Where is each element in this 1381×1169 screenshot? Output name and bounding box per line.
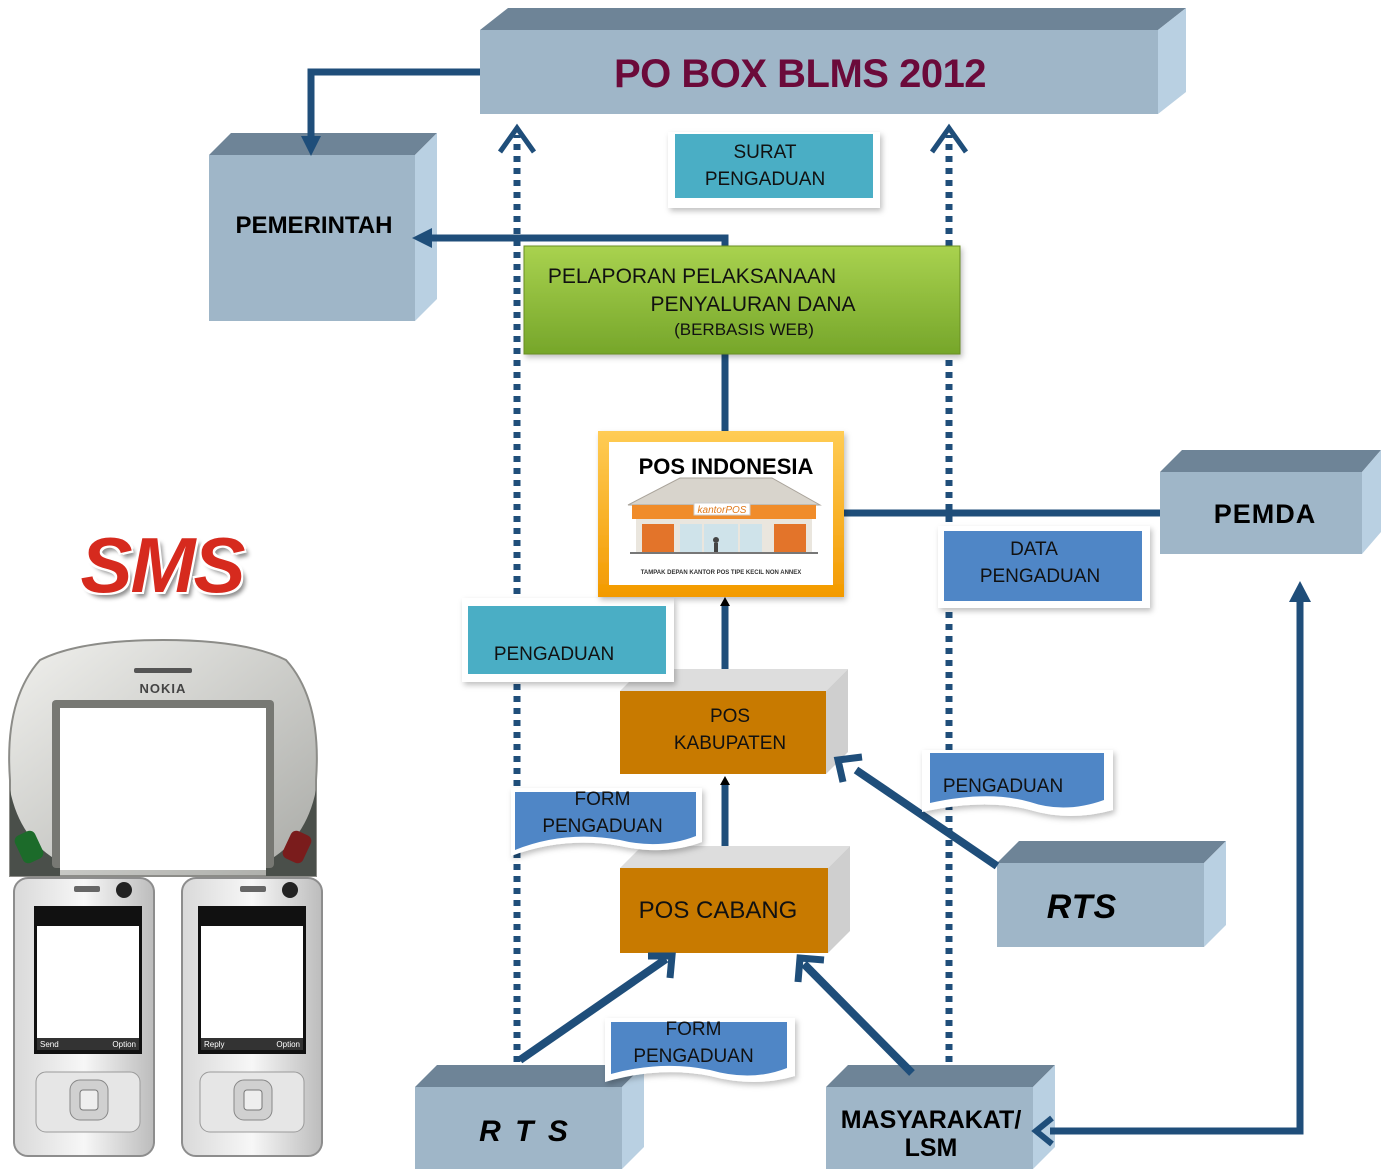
phone1-left-soft: Send xyxy=(40,1040,59,1049)
surat-pengaduan-line2: PENGADUAN xyxy=(704,168,826,190)
rts-right-box-3d xyxy=(997,841,1226,947)
arrow-masyarakat-cabang xyxy=(794,954,915,1076)
surat-pengaduan-note xyxy=(668,132,880,208)
surat-pengaduan-label: SURAT PENGADUAN xyxy=(675,142,855,192)
pelaporan-line2: PENYALURAN DANA xyxy=(650,293,856,317)
connector-pelaporan-pemerintah xyxy=(412,228,729,248)
phone2-right-soft: Option xyxy=(276,1040,300,1049)
data-pengaduan-line1: DATA xyxy=(1010,539,1058,560)
kantor-pos-caption: TAMPAK DEPAN KANTOR POS TIPE KECIL NON A… xyxy=(641,570,802,576)
connector-cabang-kabupaten xyxy=(720,776,730,846)
pos-kabupaten-label: POS KABUPATEN xyxy=(620,706,840,756)
pemda-box-3d xyxy=(1160,450,1381,554)
form-pengaduan-lower-label: FORM PENGADUAN xyxy=(606,1019,781,1069)
masyarakat-line2: LSM xyxy=(904,1133,958,1162)
masyarakat-box-3d xyxy=(826,1065,1055,1169)
masyarakat-line1: MASYARAKAT/ xyxy=(840,1106,1022,1134)
data-pengaduan-note xyxy=(938,526,1150,608)
pemerintah-box-3d xyxy=(209,133,437,321)
arrow-rts-bottom-cabang xyxy=(517,952,676,1064)
pengaduan-right-label: PENGADUAN xyxy=(942,776,1064,797)
sms-logo-text: SMS xyxy=(80,521,245,609)
kantor-pos-building-illustration xyxy=(627,477,822,554)
pelaporan-box xyxy=(523,245,961,355)
pengaduan-left-label: PENGADUAN xyxy=(493,644,615,665)
form-pengaduan-lower-line1: FORM xyxy=(665,1019,722,1040)
phone2-left-soft: Reply xyxy=(204,1040,224,1049)
pelaporan-line3: (BERBASIS WEB) xyxy=(674,320,814,340)
connector-pobox-pemerintah xyxy=(301,68,480,156)
kantor-pos-sign: kantorPOS xyxy=(698,505,747,516)
arrow-to-pemda xyxy=(1031,581,1311,1147)
po-box-title: PO BOX BLMS 2012 xyxy=(613,52,987,96)
surat-pengaduan-line1: SURAT xyxy=(733,142,797,163)
form-pengaduan-upper-doc xyxy=(511,788,702,856)
rts-bottom-label: R T S xyxy=(479,1115,571,1148)
data-pengaduan-line2: PENGADUAN xyxy=(979,565,1101,587)
pelaporan-line1: PELAPORAN PELAKSANAAN xyxy=(547,265,837,288)
nokia-n95-right xyxy=(181,877,323,1157)
pos-kabupaten-line1: POS xyxy=(709,706,751,727)
form-pengaduan-upper-label: FORM PENGADUAN xyxy=(515,789,690,839)
pelaporan-label: PELAPORAN PELAKSANAAN PENYALURAN DANA (B… xyxy=(524,264,960,341)
phone1-right-soft: Option xyxy=(112,1040,136,1049)
form-pengaduan-lower-doc xyxy=(605,1018,795,1082)
nokia-phone-large xyxy=(8,638,318,877)
nokia-brand: NOKIA xyxy=(140,681,187,696)
pos-cabang-box xyxy=(620,846,850,953)
form-pengaduan-upper-line1: FORM xyxy=(574,789,631,810)
connector-kabupaten-posindonesia xyxy=(720,597,730,669)
pemerintah-label: PEMERINTAH xyxy=(235,212,393,239)
rts-bottom-box-3d xyxy=(415,1065,644,1169)
form-pengaduan-upper-line2: PENGADUAN xyxy=(542,815,663,837)
pemda-label: PEMDA xyxy=(1213,499,1317,529)
dotted-arrow-left xyxy=(497,123,537,1062)
arrow-rts-right-kabupaten xyxy=(833,753,1000,870)
pos-indonesia-label: POS INDONESIA xyxy=(638,454,814,479)
form-pengaduan-lower-line2: PENGADUAN xyxy=(633,1045,754,1067)
rts-right-label: RTS xyxy=(1046,888,1118,926)
pos-kabupaten-box xyxy=(620,669,848,774)
data-pengaduan-label: DATA PENGADUAN xyxy=(944,539,1124,589)
masyarakat-label: MASYARAKAT/ LSM xyxy=(820,1106,1042,1162)
pengaduan-right-doc xyxy=(922,750,1113,816)
pos-cabang-label: POS CABANG xyxy=(638,897,798,924)
nokia-n95-left xyxy=(13,877,155,1157)
po-box-3d xyxy=(480,8,1186,114)
pos-kabupaten-line2: KABUPATEN xyxy=(673,732,787,754)
pengaduan-left-note xyxy=(462,598,674,682)
